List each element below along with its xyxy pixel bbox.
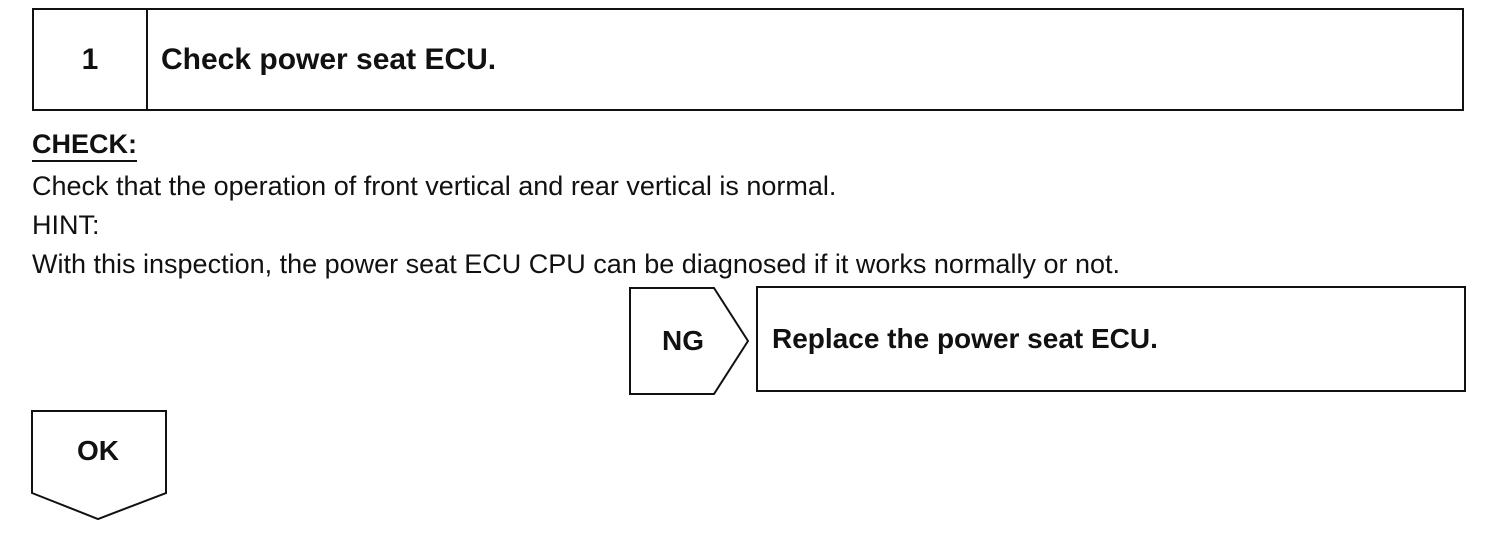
hint-text: With this inspection, the power seat ECU… xyxy=(32,249,1120,279)
hint-label: HINT: xyxy=(32,210,100,240)
ok-label: OK xyxy=(77,435,119,466)
step-header-box: 1 Check power seat ECU. xyxy=(32,8,1464,111)
ng-label: NG xyxy=(662,325,704,356)
ng-action-box: Replace the power seat ECU. xyxy=(756,286,1466,392)
ok-arrow-icon xyxy=(31,410,167,521)
step-title: Check power seat ECU. xyxy=(161,42,497,76)
check-heading: CHECK: xyxy=(32,128,137,162)
check-instruction: Check that the operation of front vertic… xyxy=(32,171,837,201)
ng-action-text: Replace the power seat ECU. xyxy=(772,323,1158,354)
step-number: 1 xyxy=(34,10,148,109)
ng-arrow-icon xyxy=(629,287,750,395)
